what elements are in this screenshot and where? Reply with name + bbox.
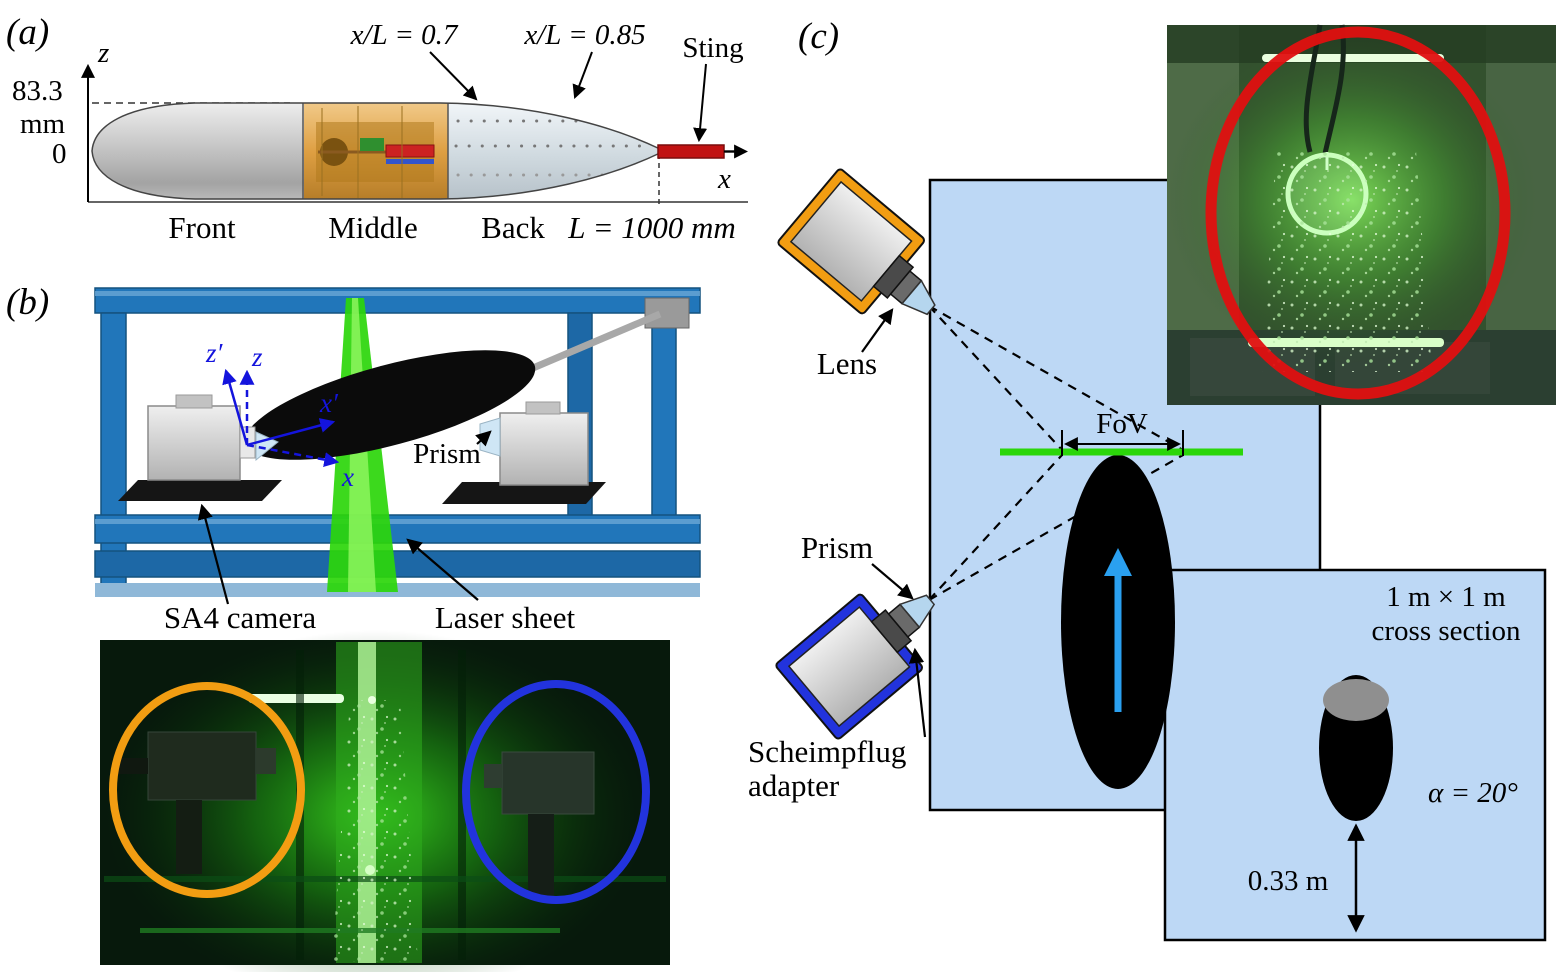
sting-label: Sting (682, 32, 743, 64)
zero-label: 0 (52, 138, 67, 170)
station-085-label: x/L = 0.85 (523, 19, 645, 51)
x-axis-label: x (717, 163, 731, 195)
panel-c: (c) 1 m × 1 m cross section α = 20° 0.33… (748, 16, 1556, 942)
sa4-camera-left (147, 394, 279, 481)
piv-camera-top (777, 168, 936, 316)
z-axis-label: z (97, 37, 109, 69)
left-camera-plate (118, 480, 282, 501)
panel-a-tag: (a) (6, 12, 49, 53)
scheimpflug-arrow (908, 647, 927, 738)
bright-laser-line-top (1262, 54, 1444, 62)
z-body-axis (222, 368, 249, 446)
z-body-label: z′ (205, 338, 224, 368)
scheimpflug-label-1: Scheimpflug (748, 734, 906, 769)
middle-section-label: Middle (328, 210, 418, 245)
internal-blue-part (386, 159, 434, 164)
back-section-label: Back (481, 210, 545, 245)
fov-label: FoV (1096, 408, 1148, 440)
station-07-arrow (429, 51, 478, 101)
frame-post (651, 312, 677, 518)
panel-b-tag: (b) (6, 282, 49, 323)
flow-direction-arrow (1104, 548, 1132, 712)
frame-bottom-beam (94, 550, 701, 578)
red-ellipse-annotation (1205, 26, 1511, 400)
lens-arrow (861, 308, 894, 353)
blue-circle-annotation (462, 680, 650, 904)
front-section (92, 103, 304, 199)
offset-label: 0.33 m (1248, 865, 1329, 897)
panel-c-tag: (c) (798, 16, 839, 57)
model-body-schematic (92, 103, 660, 199)
right-camera-plate (442, 482, 606, 504)
front-section-label: Front (168, 210, 236, 245)
experiment-photo (100, 630, 670, 972)
internal-green-part (360, 138, 384, 151)
orange-circle-annotation (109, 682, 305, 898)
mirror-wedge (255, 431, 279, 462)
sting-arrow (693, 63, 708, 143)
x-body-axis (246, 418, 336, 447)
length-label: L = 1000 mm (567, 210, 736, 245)
tank-photo (1167, 24, 1556, 405)
coordinate-axes (222, 368, 340, 468)
station-07-label: x/L = 0.7 (350, 19, 459, 51)
x-lab-axis (246, 443, 340, 468)
height-unit: mm (20, 108, 66, 140)
piv-camera-bottom (775, 593, 936, 740)
panel-a: (a) z 83.3 mm 0 (6, 12, 749, 245)
frame-post (100, 312, 127, 586)
prism-top-icon (900, 279, 936, 316)
cross-section-size-label: 1 m × 1 m (1386, 581, 1506, 613)
sa4-camera-arrow (197, 503, 230, 605)
sting-mount (644, 297, 690, 329)
laser-sheet-label: Laser sheet (435, 600, 576, 635)
station-085-arrow (572, 51, 593, 99)
lens-label: Lens (817, 346, 877, 381)
test-rig-render: z′ z x′ x Prism SA4 camera Laser sheet (94, 287, 701, 635)
laser-sheet-arrow (406, 538, 479, 601)
prism-label-c: Prism (801, 530, 873, 565)
cross-section-label: cross section (1372, 615, 1521, 647)
model-cross-section (1319, 675, 1393, 821)
prism-arrow-c (871, 563, 914, 600)
prism-bottom-icon (898, 594, 936, 629)
angle-of-attack-label: α = 20° (1428, 777, 1518, 809)
sa4-camera-label: SA4 camera (164, 600, 317, 635)
bubble-cloud (1262, 150, 1432, 372)
x-body-label: x′ (319, 388, 339, 418)
internal-red-part (385, 144, 435, 158)
panel-b: (b) (6, 282, 701, 972)
field-of-view: FoV (1061, 408, 1184, 456)
sting-rod (657, 144, 725, 159)
sting-rod-render (531, 310, 662, 372)
prism-label: Prism (413, 438, 481, 470)
bubble-column (332, 700, 418, 962)
prism-arrow (475, 430, 492, 447)
camera-silhouette-left (118, 731, 276, 874)
scheimpflug-label-2: adapter (748, 768, 840, 803)
x-lab-label: x (341, 462, 354, 492)
camera-silhouette-right (484, 751, 595, 898)
model-body-render (244, 350, 536, 460)
z-lab-label: z (251, 342, 263, 372)
height-value: 83.3 (12, 75, 63, 107)
sa4-camera-right (479, 401, 589, 486)
